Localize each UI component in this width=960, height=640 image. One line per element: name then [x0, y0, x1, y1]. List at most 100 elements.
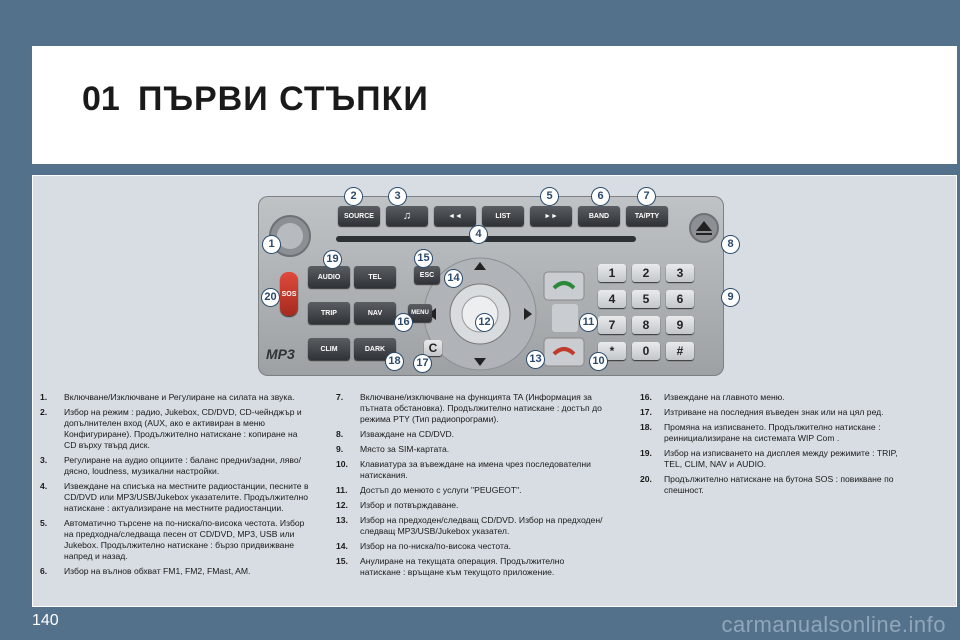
legend-item: 18. Промяна на изписването. Продължително… [640, 422, 910, 444]
legend-number: 15. [336, 556, 348, 566]
legend-item: 6. Избор на вълнов обхват FM1, FM2, FMast… [40, 566, 310, 577]
callout-11: 11 [580, 314, 597, 331]
key-3[interactable]: 3 [666, 264, 694, 282]
key-2[interactable]: 2 [632, 264, 660, 282]
legend-text: Достъп до менюто с услуги "PEUGEOT". [360, 485, 522, 495]
legend-number: 11. [336, 485, 348, 495]
legend-number: 4. [40, 481, 48, 491]
legend-item: 14. Избор на по-ниска/по-висока честота. [336, 541, 606, 552]
callout-18: 18 [386, 353, 403, 370]
legend-item: 7. Включване/изключване на функцията TA (… [336, 392, 606, 425]
callout-13: 13 [527, 351, 544, 368]
key-4[interactable]: 4 [598, 290, 626, 308]
legend-item: 2. Избор на режим : радио, Jukebox, CD/DV… [40, 407, 310, 451]
callout-14: 14 [445, 270, 462, 287]
legend-item: 12. Избор и потвърждаване. [336, 500, 606, 511]
list-button[interactable]: LIST [482, 206, 524, 226]
key-0[interactable]: 0 [632, 342, 660, 360]
legend-number: 13. [336, 515, 348, 525]
legend-text: Изтриване на последния въведен знак или … [664, 407, 884, 417]
callout-20: 20 [262, 289, 279, 306]
callout-16: 16 [395, 314, 412, 331]
legend-text: Извеждане на списъка на местните радиост… [64, 481, 309, 513]
page-number: 140 [32, 612, 59, 629]
legend-number: 1. [40, 392, 48, 402]
callout-3: 3 [389, 188, 406, 205]
legend-text: Анулиране на текущата операция. Продължи… [360, 556, 565, 577]
legend-item: 10. Клавиатура за въвеждане на имена чрез… [336, 459, 606, 481]
seek-back-button[interactable]: ◄◄ [434, 206, 476, 226]
legend-item: 5.Автоматично търсене на по-ниска/по-вис… [40, 518, 310, 562]
callout-9: 9 [722, 289, 739, 306]
clim-button[interactable]: CLIM [308, 338, 350, 360]
legend-number: 6. [40, 566, 48, 576]
legend-item: 13.Избор на предходен/следващ CD/DVD. Из… [336, 515, 606, 537]
callout-2: 2 [345, 188, 362, 205]
legend-column-2: 7. Включване/изключване на функцията TA (… [336, 392, 606, 582]
legend-text: Автоматично търсене на по-ниска/по-висок… [64, 518, 305, 561]
radio-unit-illustration: SOURCE ♫ ◄◄ LIST ►► BAND TA/PTY SOS AUDI… [258, 196, 724, 376]
legend-item: 16.Извеждане на главното меню. [640, 392, 910, 403]
menu-button[interactable]: MENU [408, 304, 432, 322]
source-button[interactable]: SOURCE [338, 206, 380, 226]
legend-item: 11. Достъп до менюто с услуги "PEUGEOT". [336, 485, 606, 496]
key-9[interactable]: 9 [666, 316, 694, 334]
legend-item: 15. Анулиране на текущата операция. Продъ… [336, 556, 606, 578]
clear-button[interactable]: C [424, 340, 442, 356]
callout-6: 6 [592, 188, 609, 205]
chapter-number: 01 [82, 80, 120, 118]
mp3-logo: MP3 [266, 346, 295, 362]
legend-text: Регулиране на аудио опциите : баланс пре… [64, 455, 302, 476]
legend-text: Избор на режим : радио, Jukebox, CD/DVD,… [64, 407, 302, 450]
legend-number: 14. [336, 541, 348, 551]
callout-5: 5 [541, 188, 558, 205]
tel-button[interactable]: TEL [354, 266, 396, 288]
band-button[interactable]: BAND [578, 206, 620, 226]
callout-17: 17 [414, 355, 431, 372]
sos-button[interactable]: SOS [280, 272, 298, 316]
legend-text: Включване/Изключване и Регулиране на сил… [64, 392, 295, 402]
callout-19: 19 [324, 251, 341, 268]
callout-8: 8 [722, 236, 739, 253]
callout-1: 1 [263, 236, 280, 253]
legend-item: 8.Изваждане на CD/DVD. [336, 429, 606, 440]
chapter-title: ПЪРВИ СТЪПКИ [138, 80, 429, 118]
legend-text: Избор на вълнов обхват FM1, FM2, FMast, … [64, 566, 251, 576]
key-6[interactable]: 6 [666, 290, 694, 308]
key-7[interactable]: 7 [598, 316, 626, 334]
legend-number: 8. [336, 429, 344, 439]
legend-text: Клавиатура за въвеждане на имена чрез по… [360, 459, 591, 480]
legend-number: 18. [640, 422, 652, 432]
legend-number: 12. [336, 500, 348, 510]
legend-text: Продължително натискане на бутона SOS : … [664, 474, 894, 495]
nav-button[interactable]: NAV [354, 302, 396, 324]
legend-text: Избор на по-ниска/по-висока честота. [360, 541, 511, 551]
key-hash[interactable]: # [666, 342, 694, 360]
callout-15: 15 [415, 250, 432, 267]
legend-text: Включване/изключване на функцията TA (Ин… [360, 392, 602, 424]
key-1[interactable]: 1 [598, 264, 626, 282]
audio-button[interactable]: AUDIO [308, 266, 350, 288]
legend-number: 10. [336, 459, 348, 469]
seek-forward-button[interactable]: ►► [530, 206, 572, 226]
legend-text: Избор и потвърждаване. [360, 500, 459, 510]
legend-column-1: 1. Включване/Изключване и Регулиране на с… [40, 392, 310, 581]
legend-text: Избор на изписването на дисплея между ре… [664, 448, 898, 469]
key-5[interactable]: 5 [632, 290, 660, 308]
esc-button[interactable]: ESC [414, 266, 440, 284]
trip-button[interactable]: TRIP [308, 302, 350, 324]
legend-text: Промяна на изписването. Продължително на… [664, 422, 881, 443]
dark-button[interactable]: DARK [354, 338, 396, 360]
legend-number: 9. [336, 444, 344, 454]
music-button[interactable]: ♫ [386, 206, 428, 226]
legend-item: 9.Място за SIM-картата. [336, 444, 606, 455]
callout-7: 7 [638, 188, 655, 205]
chapter-header: 01 ПЪРВИ СТЪПКИ [32, 46, 957, 164]
key-8[interactable]: 8 [632, 316, 660, 334]
legend-item: 17.Изтриване на последния въведен знак и… [640, 407, 910, 418]
ta-pty-button[interactable]: TA/PTY [626, 206, 668, 226]
legend-item: 1. Включване/Изключване и Регулиране на с… [40, 392, 310, 403]
legend-number: 7. [336, 392, 344, 402]
legend-item: 20.Продължително натискане на бутона SOS… [640, 474, 910, 496]
legend-number: 2. [40, 407, 48, 417]
